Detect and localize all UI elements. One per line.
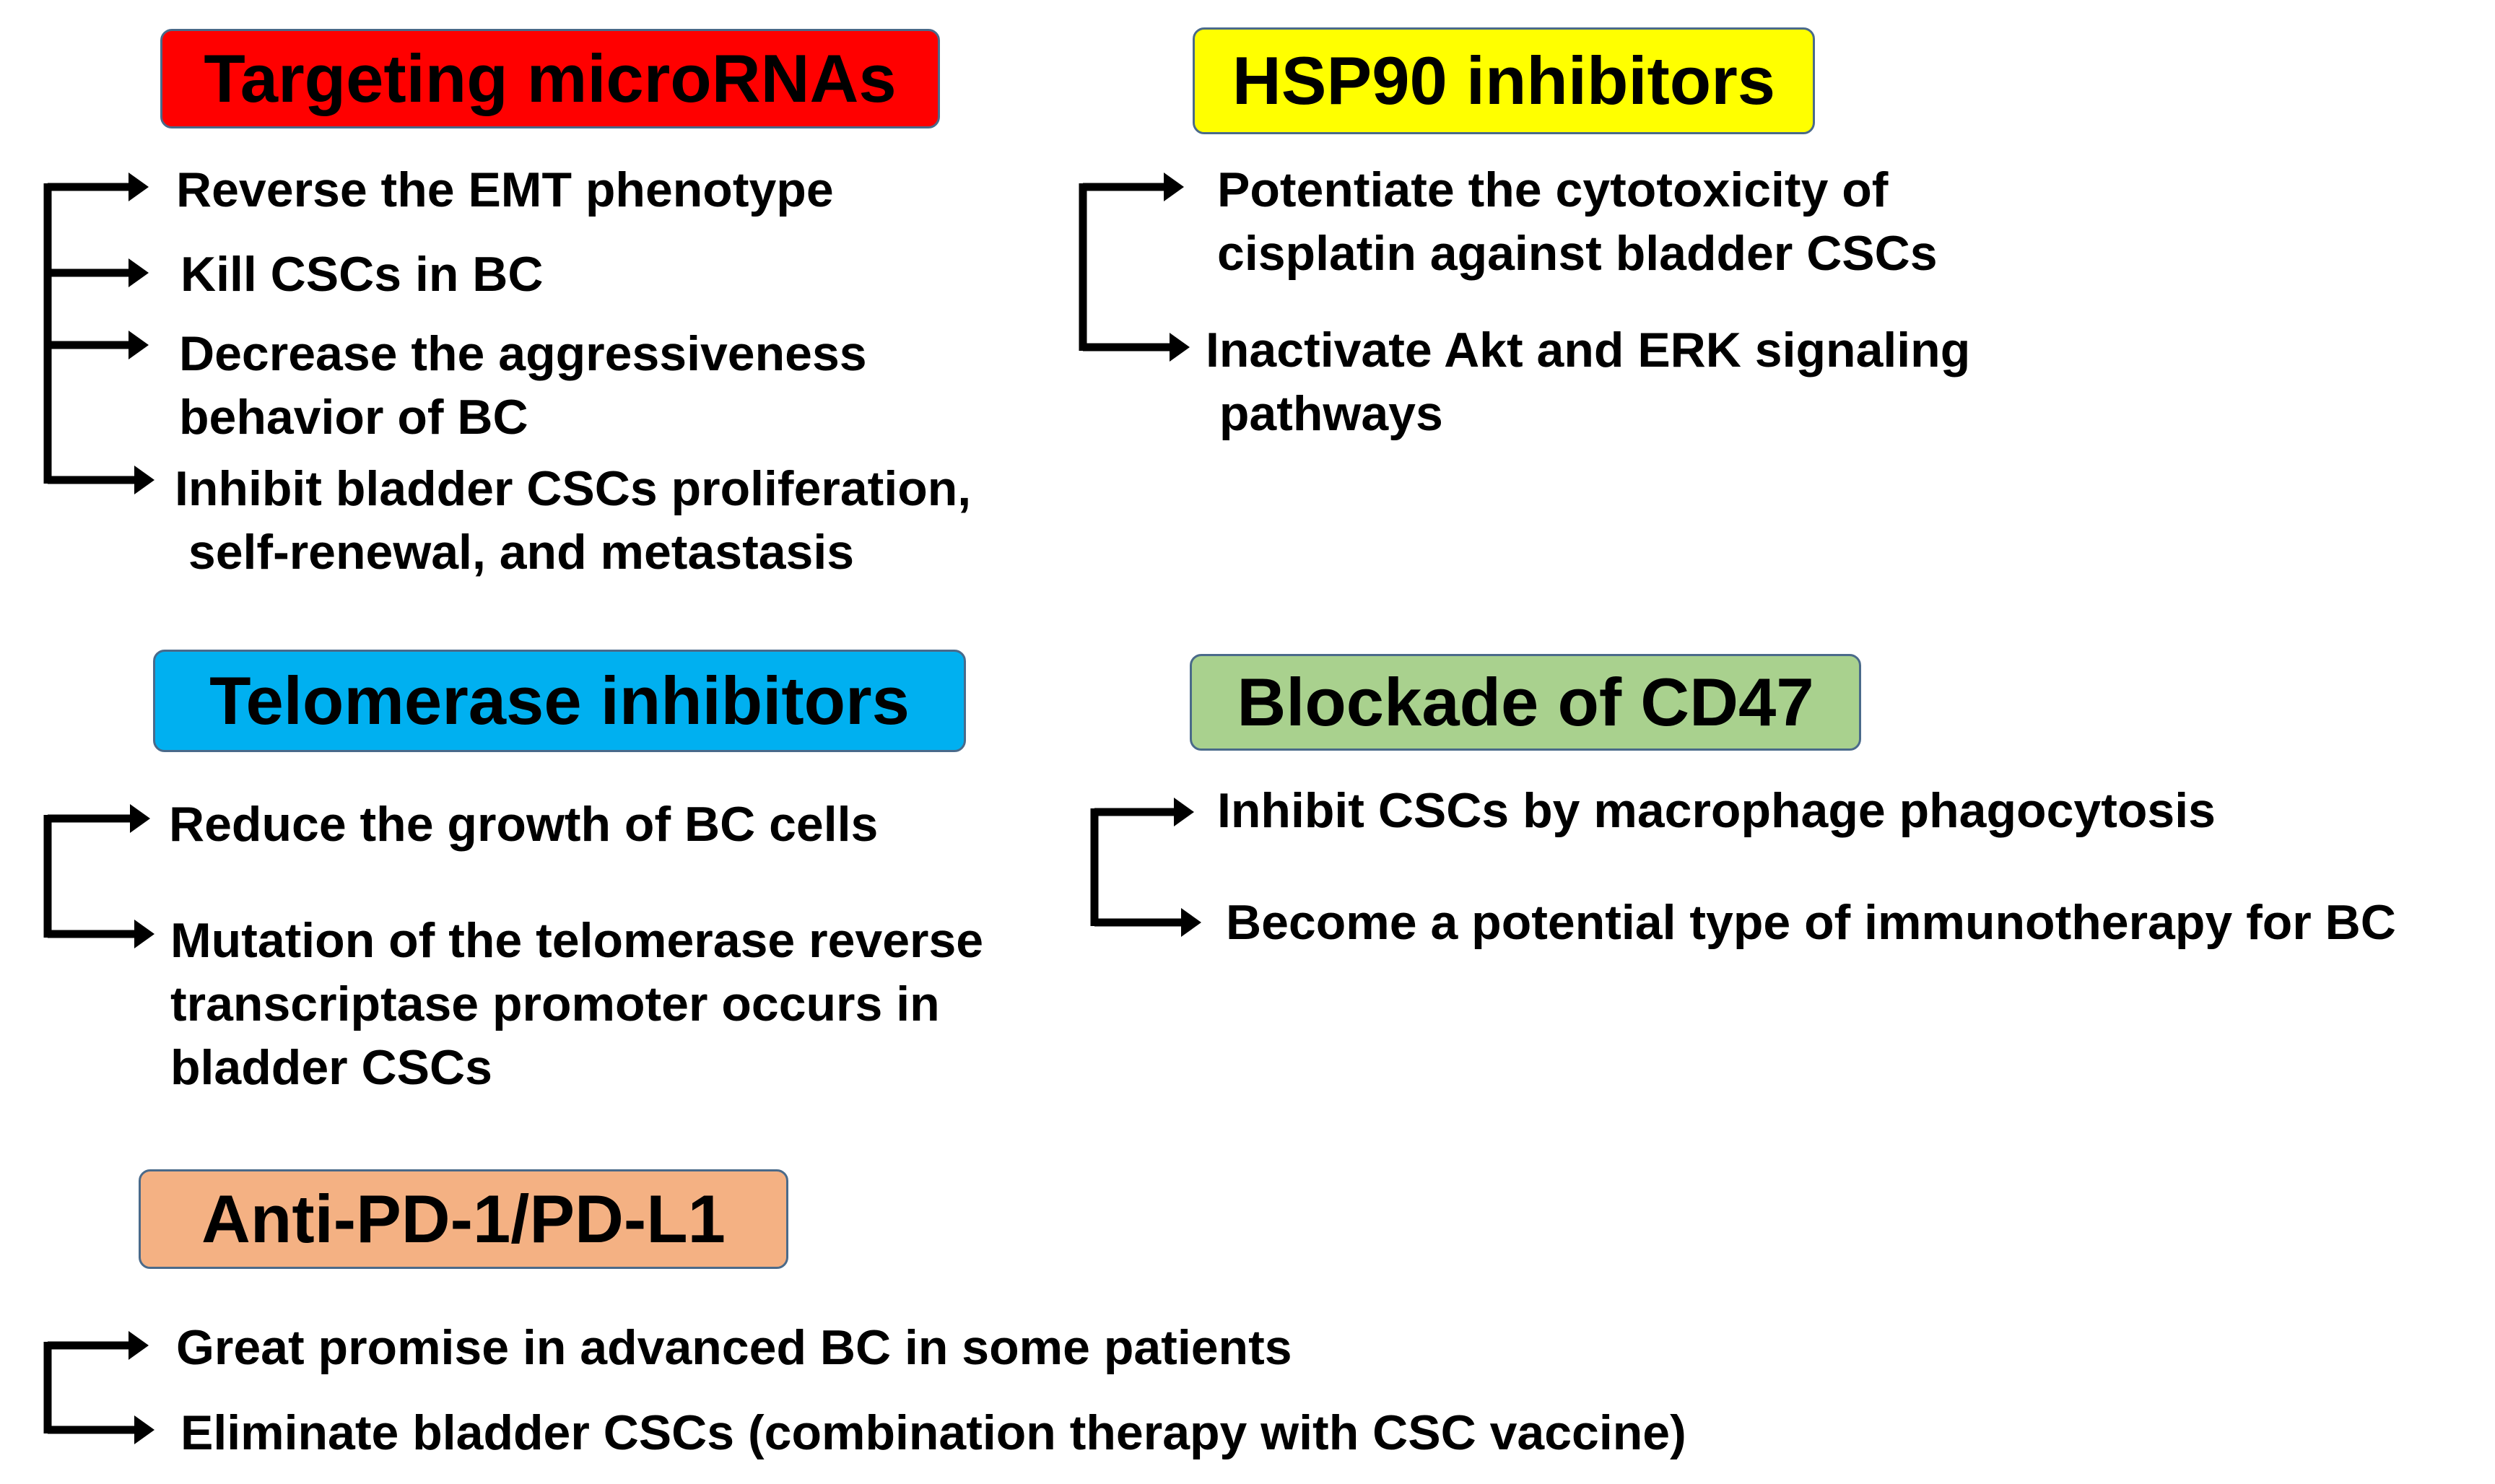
- header-label: Anti-PD-1/PD-L1: [201, 1181, 726, 1257]
- item-line: Kill CSCs in BC: [180, 247, 544, 302]
- item-line: behavior of BC: [179, 390, 528, 445]
- header-label: Telomerase inhibitors: [209, 663, 910, 738]
- arrow-head: [1174, 798, 1194, 826]
- header-label: Blockade of CD47: [1237, 664, 1814, 740]
- item-reduce-growth: Reduce the growth of BC cells: [169, 793, 878, 856]
- item-great-promise: Great promise in advanced BC in some pat…: [176, 1316, 1292, 1379]
- header-label: HSP90 inhibitors: [1232, 43, 1776, 118]
- item-inactivate-akt-erk: Inactivate Akt and ERK signaling pathway…: [1206, 318, 1970, 445]
- item-kill-cscs: Kill CSCs in BC: [180, 243, 544, 306]
- item-line: transcriptase promoter occurs in: [170, 977, 940, 1031]
- header-targeting-micrornas: Targeting microRNAs: [160, 29, 940, 128]
- arrow-head: [129, 331, 149, 359]
- item-inhibit-proliferation: Inhibit bladder CSCs proliferation, self…: [175, 457, 971, 584]
- item-decrease-aggressiveness: Decrease the aggressiveness behavior of B…: [179, 322, 867, 449]
- header-hsp90-inhibitors: HSP90 inhibitors: [1193, 27, 1815, 134]
- item-line: cisplatin against bladder CSCs: [1217, 226, 1938, 281]
- arrow-head: [1170, 333, 1190, 362]
- item-line: bladder CSCs: [170, 1040, 492, 1095]
- item-line: Decrease the aggressiveness: [179, 326, 867, 381]
- item-eliminate-cscs: Eliminate bladder CSCs (combination ther…: [180, 1401, 1686, 1465]
- arrow-head: [129, 173, 149, 201]
- item-line: Potentiate the cytotoxicity of: [1217, 162, 1889, 217]
- item-line: Mutation of the telomerase reverse: [170, 913, 984, 968]
- item-line: Great promise in advanced BC in some pat…: [176, 1320, 1292, 1375]
- arrow-head: [129, 258, 149, 287]
- arrow-head: [130, 804, 150, 833]
- item-inhibit-macrophage: Inhibit CSCs by macrophage phagocytosis: [1217, 779, 2216, 842]
- item-line: Reverse the EMT phenotype: [176, 162, 834, 217]
- item-mutation-telomerase: Mutation of the telomerase reverse transc…: [170, 909, 983, 1099]
- item-line: pathways: [1206, 386, 1443, 441]
- item-line: Inhibit CSCs by macrophage phagocytosis: [1217, 783, 2216, 838]
- item-potentiate-cytotoxicity: Potentiate the cytotoxicity of cisplatin …: [1217, 158, 1938, 285]
- header-telomerase-inhibitors: Telomerase inhibitors: [153, 650, 966, 752]
- arrow-head: [1164, 173, 1184, 201]
- arrow-head: [134, 1415, 154, 1444]
- item-line: Eliminate bladder CSCs (combination ther…: [180, 1405, 1686, 1460]
- item-line: Inhibit bladder CSCs proliferation,: [175, 461, 972, 516]
- arrow-head: [129, 1331, 149, 1360]
- header-blockade-cd47: Blockade of CD47: [1190, 654, 1861, 751]
- item-potential-immunotherapy: Become a potential type of immunotherapy…: [1226, 891, 2396, 954]
- arrow-head: [1181, 908, 1201, 937]
- header-anti-pd1-pdl1: Anti-PD-1/PD-L1: [139, 1169, 788, 1269]
- item-line: Reduce the growth of BC cells: [169, 797, 879, 852]
- header-label: Targeting microRNAs: [204, 40, 897, 116]
- item-line: Inactivate Akt and ERK signaling: [1206, 323, 1971, 377]
- item-line: self-renewal, and metastasis: [175, 525, 855, 580]
- item-reverse-emt: Reverse the EMT phenotype: [176, 158, 834, 222]
- item-line: Become a potential type of immunotherapy…: [1226, 895, 2396, 950]
- arrow-head: [134, 466, 154, 494]
- arrow-head: [134, 920, 154, 948]
